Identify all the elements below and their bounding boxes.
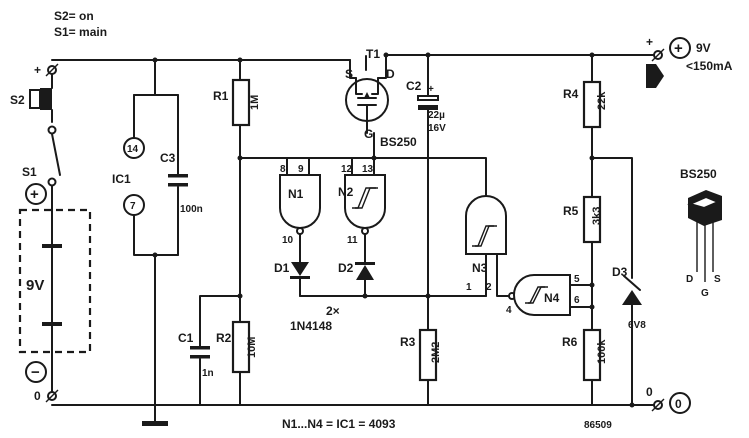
svg-text:C2: C2 [406, 79, 422, 93]
note-s1: S1= main [54, 25, 107, 39]
svg-text:100k: 100k [596, 339, 608, 364]
svg-text:7: 7 [130, 201, 136, 212]
svg-text:5: 5 [574, 274, 580, 285]
ic1-label: IC1 [112, 172, 131, 186]
svg-text:1n: 1n [202, 368, 214, 379]
svg-text:R4: R4 [563, 87, 579, 101]
resistor-chain: 22k R4 3k3 R5 100k R6 [562, 52, 608, 406]
svg-text:1M: 1M [249, 95, 261, 110]
footer-code: 86509 [584, 420, 612, 431]
terminal-plus-left: + [34, 63, 59, 77]
supply-voltage: 9V [696, 41, 711, 55]
svg-text:D3: D3 [612, 265, 628, 279]
ic1-supply: 14 IC1 7 C3 100n [112, 57, 203, 426]
svg-text:D: D [686, 274, 693, 285]
svg-text:13: 13 [362, 164, 374, 175]
svg-text:6: 6 [574, 295, 580, 306]
terminal-zero-left: 0 [34, 389, 59, 403]
svg-text:S: S [714, 274, 721, 285]
svg-text:R6: R6 [562, 335, 578, 349]
svg-text:R1: R1 [213, 89, 229, 103]
n4-label: N4 [544, 291, 560, 305]
svg-text:6V8: 6V8 [628, 320, 646, 331]
svg-text:0: 0 [675, 397, 682, 411]
svg-text:G: G [701, 288, 709, 299]
capacitor-c2: + C2 22µ 16V [406, 52, 446, 331]
svg-text:R5: R5 [563, 204, 579, 218]
svg-text:4: 4 [506, 305, 512, 316]
svg-text:16V: 16V [428, 123, 446, 134]
gate-n2: 12 13 N2 11 [338, 157, 386, 263]
svg-text:22k: 22k [596, 91, 608, 110]
n1-label: N1 [288, 187, 304, 201]
c3-ref: C3 [160, 151, 176, 165]
n2-label: N2 [338, 185, 354, 199]
svg-text:1: 1 [466, 282, 472, 293]
svg-text:10M: 10M [246, 337, 258, 358]
gate-n3: 3 N3 1 2 [373, 157, 509, 297]
svg-text:2M2: 2M2 [430, 342, 442, 363]
switch-s2: S2 [10, 73, 53, 123]
svg-text:14: 14 [127, 144, 139, 155]
svg-text:D: D [386, 67, 395, 81]
svg-text:12: 12 [341, 164, 353, 175]
supply-current: <150mA [686, 59, 733, 73]
t1-ref: T1 [366, 47, 380, 61]
transistor-t1: S D T1 G BS250 [345, 47, 417, 161]
supply-rails [51, 54, 641, 406]
svg-text:D2: D2 [338, 261, 354, 275]
footer-equation: N1...N4 = IC1 = 4093 [282, 417, 396, 431]
svg-text:−: − [31, 364, 40, 381]
pinout-title: BS250 [680, 167, 717, 181]
svg-text:+: + [428, 84, 434, 95]
svg-text:R2: R2 [216, 331, 232, 345]
battery-9v: + 9V − [18, 183, 92, 393]
svg-text:10: 10 [282, 235, 294, 246]
svg-text:+: + [34, 63, 41, 77]
diode-d1: D1 [274, 261, 310, 297]
resistor-r1: 1M R1 [213, 57, 261, 301]
svg-text:S: S [345, 67, 353, 81]
c3-value: 100n [180, 204, 203, 215]
gate-n1: 8 9 N1 10 [239, 157, 375, 263]
gate-n4: 4 N4 5 6 [506, 274, 593, 316]
svg-text:11: 11 [347, 235, 358, 246]
s2-label: S2 [10, 93, 25, 107]
svg-text:9: 9 [298, 164, 304, 175]
t1-part: BS250 [380, 135, 417, 149]
svg-text:0: 0 [34, 389, 41, 403]
svg-text:+: + [674, 40, 683, 57]
s1-label: S1 [22, 165, 37, 179]
svg-text:8: 8 [280, 164, 286, 175]
note-s2: S2= on [54, 9, 94, 23]
svg-text:3k3: 3k3 [591, 207, 603, 225]
capacitor-c1: C1 1n [178, 295, 241, 406]
n3-label: N3 [472, 261, 488, 275]
svg-text:9V: 9V [26, 277, 44, 294]
svg-text:C1: C1 [178, 331, 194, 345]
output-terminals: + + 9V <150mA 0 0 [639, 35, 733, 414]
svg-text:G: G [364, 127, 373, 141]
svg-text:+: + [30, 186, 39, 203]
svg-text:22µ: 22µ [428, 110, 445, 121]
bs250-pinout: BS250 D G S [680, 167, 722, 299]
svg-text:2: 2 [486, 282, 492, 293]
svg-text:R3: R3 [400, 335, 416, 349]
svg-text:+: + [646, 35, 653, 49]
diode-d2: D2 [338, 261, 375, 297]
diodes-part: 1N4148 [290, 319, 332, 333]
resistor-r3: 2M2 R3 [400, 328, 442, 406]
diodes-count: 2× [326, 304, 340, 318]
resistor-r2: 10M R2 [216, 295, 258, 406]
switch-s1: S1 [22, 125, 61, 199]
zener-d3: D3 6V8 [591, 157, 646, 408]
svg-text:D1: D1 [274, 261, 290, 275]
svg-text:0: 0 [646, 385, 653, 399]
